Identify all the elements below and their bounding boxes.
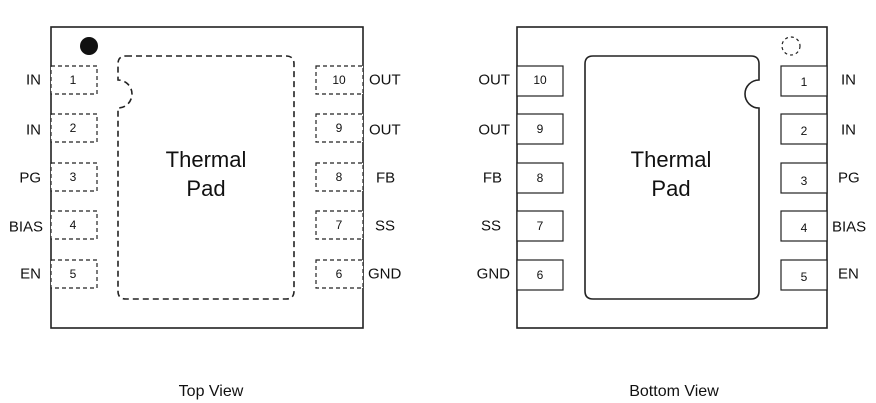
bottom-view-pin-3 [780, 162, 828, 194]
top-view-thermal-pad-label-line1: Thermal [166, 147, 247, 172]
bottom-view-pin-7-number: 7 [537, 219, 544, 233]
top-view-pin-4-label: BIAS [9, 219, 43, 236]
top-view-pin-7 [315, 210, 364, 240]
top-view-pin-7-number: 7 [336, 218, 343, 232]
top-view-thermal-pad-outline [117, 55, 295, 300]
top-view-pin-8 [315, 162, 364, 192]
bottom-view-pin-9-number: 9 [537, 122, 544, 136]
bottom-view-pin-2 [780, 113, 828, 145]
bottom-view-pin-3-label: PG [838, 170, 860, 187]
top-view-pin-6 [315, 259, 364, 289]
bottom-view-pin-1-number: 1 [801, 75, 808, 89]
top-view-pin-3-number: 3 [70, 170, 77, 184]
bottom-view-pin-1-label: IN [841, 72, 856, 89]
top-view-pin-6-label: GND [368, 266, 402, 283]
bottom-view-pin-8 [516, 162, 564, 194]
top-view-pin-5-label: EN [20, 266, 41, 283]
top-view-pin-9-label: OUT [369, 122, 401, 139]
top-view-pin-10-label: OUT [369, 72, 401, 89]
top-view-pin-7-label: SS [375, 218, 395, 235]
bottom-view-pin-6-number: 6 [537, 268, 544, 282]
bottom-view-pin-2-label: IN [841, 122, 856, 139]
bottom-view-pin-9 [516, 113, 564, 145]
top-view-pin-2-number: 2 [70, 121, 77, 135]
top-view-pin-1-label: IN [26, 72, 41, 89]
bottom-view-thermal-pad-outline [584, 55, 760, 300]
bottom-view-pin-7 [516, 210, 564, 242]
top-view-pin-6-number: 6 [336, 267, 343, 281]
bottom-view-pin-5 [780, 259, 828, 291]
bottom-view-package-body [516, 26, 828, 329]
top-view-thermal-pad-label-line2: Pad [186, 176, 225, 201]
bottom-view-pin-10-number: 10 [533, 73, 547, 87]
top-view-pin-8-label: FB [376, 170, 395, 187]
top-view-package-body [50, 26, 364, 329]
top-view-pin-8-number: 8 [336, 170, 343, 184]
top-view-pin-10-number: 10 [332, 73, 346, 87]
bottom-view-pin-5-label: EN [838, 266, 859, 283]
top-view-pin-2-label: IN [26, 122, 41, 139]
top-view-pin-3 [50, 162, 98, 192]
top-view-pin-4-number: 4 [70, 218, 77, 232]
bottom-view-pin-4 [780, 210, 828, 242]
top-view-pin-9 [315, 113, 364, 143]
bottom-view-pin-8-label: FB [483, 170, 502, 187]
top-view-pin-3-label: PG [19, 170, 41, 187]
bottom-view-pin-10-label: OUT [478, 72, 510, 89]
bottom-view-pin-3-number: 3 [801, 174, 808, 188]
top-view-pin-5 [50, 259, 98, 289]
bottom-view-pin-7-label: SS [481, 218, 501, 235]
bottom-view-pin-2-number: 2 [801, 124, 808, 138]
top-view-pin-1-number: 1 [70, 73, 77, 87]
top-view-pin-1 [50, 65, 98, 95]
bottom-view-pin-5-number: 5 [801, 270, 808, 284]
bottom-view-pin-6-label: GND [477, 266, 511, 283]
top-view-pin-2 [50, 113, 98, 143]
bottom-view-pin-9-label: OUT [478, 122, 510, 139]
bottom-view: Thermal Pad 10 OUT 9 OUT 8 FB 7 SS 6 GND… [477, 26, 866, 400]
top-view-caption: Top View [179, 383, 244, 400]
bottom-view-caption: Bottom View [629, 383, 719, 400]
bottom-view-pin-4-number: 4 [801, 221, 808, 235]
top-view-pin-9-number: 9 [336, 121, 343, 135]
top-view-pin-5-number: 5 [70, 267, 77, 281]
pin1-marker-dot [80, 37, 98, 55]
bottom-view-pin-8-number: 8 [537, 171, 544, 185]
bottom-view-thermal-pad-label-line1: Thermal [631, 147, 712, 172]
bottom-view-pin-1 [780, 65, 828, 97]
bottom-view-pin-6 [516, 259, 564, 291]
top-view-pin-4 [50, 210, 98, 240]
pin1-marker-outline [781, 36, 801, 56]
top-view: Thermal Pad 1 IN 2 IN 3 PG 4 BIAS 5 EN 1… [9, 26, 402, 400]
top-view-pin-10 [315, 65, 364, 95]
bottom-view-pin-4-label: BIAS [832, 219, 866, 236]
bottom-view-thermal-pad-label-line2: Pad [651, 176, 690, 201]
bottom-view-pin-10 [516, 65, 564, 97]
